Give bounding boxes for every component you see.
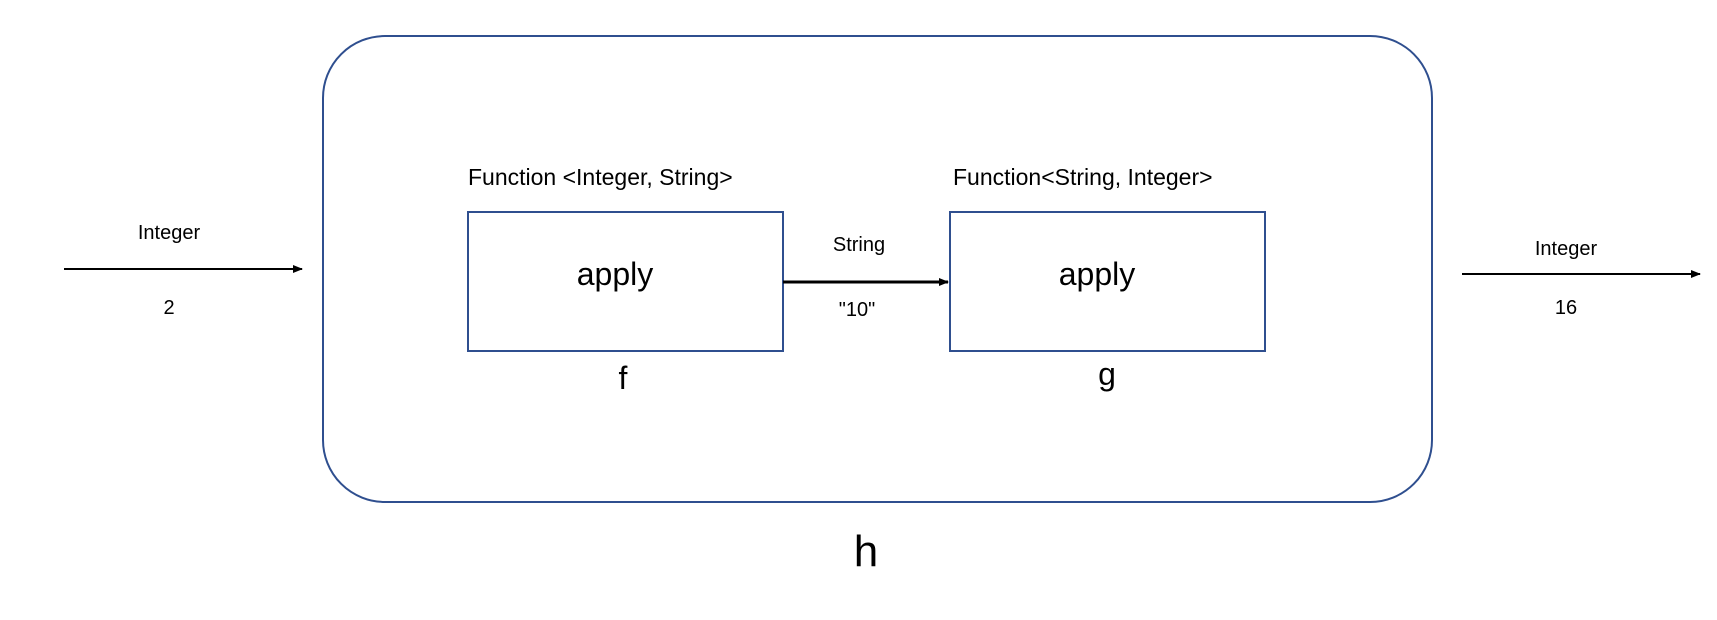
function-g-signature: Function<String, Integer> xyxy=(953,164,1213,190)
function-g-method: apply xyxy=(1058,256,1136,292)
input-type-label: Integer xyxy=(137,222,201,244)
outer-function-box-h xyxy=(322,35,1433,503)
function-box-g xyxy=(949,211,1266,352)
function-g-name: g xyxy=(1098,356,1116,392)
output-type-label: Integer xyxy=(1534,238,1598,260)
function-f-signature: Function <Integer, String> xyxy=(468,164,733,190)
function-f-method: apply xyxy=(576,256,654,292)
output-value-label: 16 xyxy=(1554,297,1578,319)
intermediate-type-label: String xyxy=(832,234,886,256)
intermediate-value-label: "10" xyxy=(838,299,876,321)
input-value-label: 2 xyxy=(163,297,175,319)
outer-function-name: h xyxy=(853,527,879,576)
function-f-name: f xyxy=(618,360,628,396)
